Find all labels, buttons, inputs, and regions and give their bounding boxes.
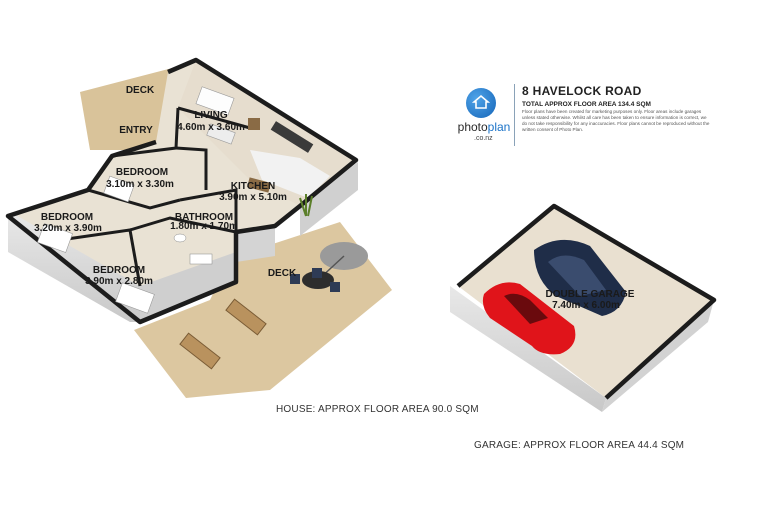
disclaimer-text: Floor plans have been created for market… bbox=[522, 109, 710, 132]
kitchen-size: 3.90m x 5.10m bbox=[219, 192, 287, 203]
deck-furniture bbox=[179, 242, 368, 370]
bedroom-3-label: BEDROOM bbox=[93, 265, 145, 276]
brand-domain: .co.nz bbox=[474, 135, 493, 142]
brand-block: photoplan .co.nz 8 HAVELOCK ROAD TOTAL A… bbox=[452, 80, 712, 150]
photoplan-logo bbox=[466, 88, 496, 118]
kitchen-label: KITCHEN bbox=[231, 181, 275, 192]
deck-bottom-label: DECK bbox=[268, 268, 297, 279]
garage-size: 7.40m x 6.00m bbox=[552, 300, 620, 311]
garage-label: DOUBLE GARAGE bbox=[546, 289, 635, 300]
living-size: 4.60m x 3.60m bbox=[177, 122, 245, 133]
bedroom-2-label: BEDROOM bbox=[41, 212, 93, 223]
house-icon bbox=[472, 94, 490, 109]
living-label: LIVING bbox=[194, 110, 228, 121]
bedroom-1-size: 3.10m x 3.30m bbox=[106, 179, 174, 190]
property-info: 8 HAVELOCK ROAD TOTAL APPROX FLOOR AREA … bbox=[522, 84, 712, 133]
bedroom-1-label: BEDROOM bbox=[116, 167, 168, 178]
bathroom-size: 1.80m x 1.70m bbox=[170, 221, 238, 232]
bathroom-label: BATHROOM bbox=[175, 212, 233, 223]
deck-top-label: DECK bbox=[126, 85, 155, 96]
property-address: 8 HAVELOCK ROAD bbox=[522, 84, 642, 98]
garage bbox=[450, 203, 717, 412]
room-labels: DECK ENTRY LIVING 4.60m x 3.60m BEDROOM … bbox=[34, 85, 635, 311]
garage-area-caption: GARAGE: APPROX FLOOR AREA 44.4 SQM bbox=[474, 440, 685, 451]
brand-name: photoplan bbox=[457, 120, 511, 134]
bedroom-2-size: 3.20m x 3.90m bbox=[34, 223, 102, 234]
brand-divider bbox=[514, 84, 515, 146]
house-furniture bbox=[37, 86, 314, 314]
entry-label: ENTRY bbox=[119, 125, 153, 136]
house-area-caption: HOUSE: APPROX FLOOR AREA 90.0 SQM bbox=[276, 404, 479, 415]
total-floor-area: TOTAL APPROX FLOOR AREA 134.4 SQM bbox=[522, 101, 651, 108]
bedroom-3-size: 3.90m x 2.80m bbox=[85, 276, 153, 287]
